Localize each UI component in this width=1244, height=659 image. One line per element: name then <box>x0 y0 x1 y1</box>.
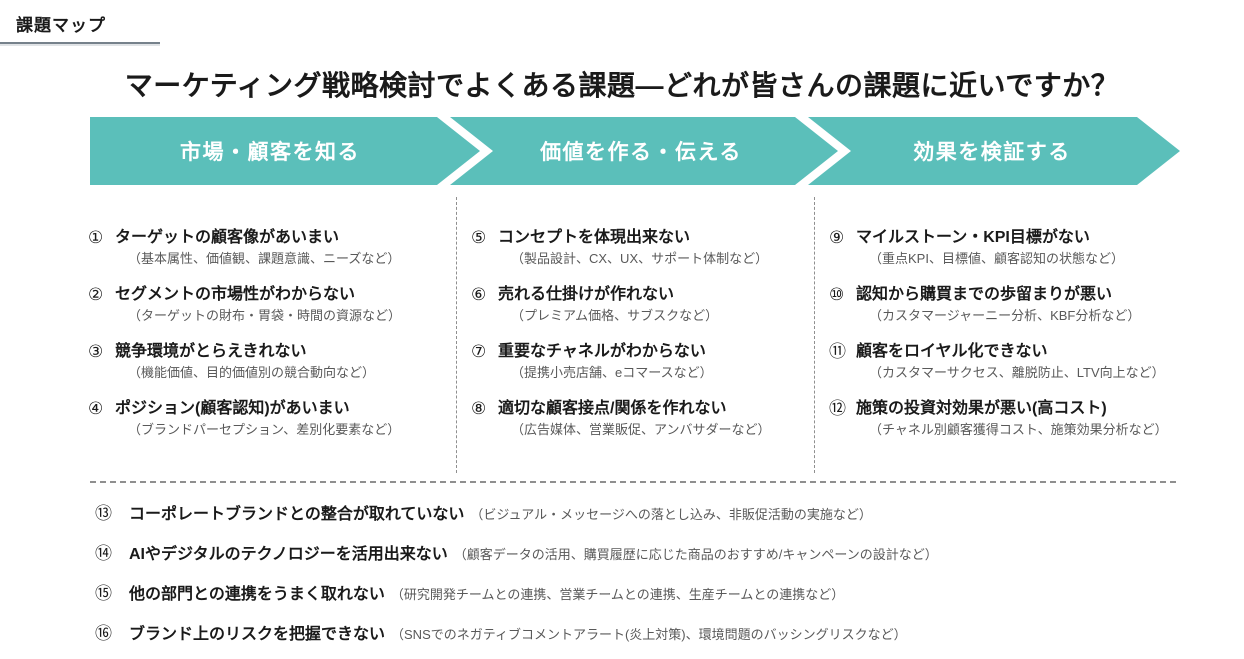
stage-label-create-value: 価値を作る・伝える <box>539 140 742 164</box>
issue-number: ④ <box>88 399 104 418</box>
issue-title: AIやデジタルのテクノロジーを活用出来ない <box>129 546 448 563</box>
issue-title: コーポレートブランドとの整合が取れていない <box>129 506 465 523</box>
issue-title: ターゲットの顧客像があいまい <box>115 229 340 246</box>
issue-title: セグメントの市場性がわからない <box>115 286 356 303</box>
issue-number: ⑦ <box>471 342 487 361</box>
issue-columns: ① ターゲットの顧客像があいまい （基本属性、価値観、課題意識、ニーズなど） ②… <box>0 197 1244 473</box>
issue-item-13: ⑬ コーポレートブランドとの整合が取れていない （ビジュアル・メッセージへの落と… <box>95 499 1224 524</box>
issue-number: ⑧ <box>471 399 487 418</box>
issue-detail: （チャネル別顧客獲得コスト、施策効果分析など） <box>869 422 1168 437</box>
issue-title: 顧客をロイヤル化できない <box>856 343 1048 360</box>
issue-number: ① <box>88 228 104 247</box>
issue-title: コンセプトを体現出来ない <box>498 229 691 246</box>
issue-title: ブランド上のリスクを把握できない <box>129 626 386 643</box>
issue-item-5: ⑤ コンセプトを体現出来ない （製品設計、CX、UX、サポート体制など） <box>471 227 814 267</box>
issue-title: 施策の投資対効果が悪い(高コスト) <box>856 400 1107 417</box>
issue-item-6: ⑥ 売れる仕掛けが作れない （プレミアム価格、サブスクなど） <box>471 284 814 324</box>
issue-number: ⑪ <box>829 342 846 361</box>
issue-detail: （製品設計、CX、UX、サポート体制など） <box>511 251 769 266</box>
issue-detail: （SNSでのネガティブコメントアラート(炎上対策)、環境問題のバッシングリスクな… <box>391 627 907 642</box>
issue-number: ⑫ <box>829 399 846 418</box>
issue-item-11: ⑪ 顧客をロイヤル化できない （カスタマーサクセス、離脱防止、LTV向上など） <box>829 341 1244 381</box>
header-tag-underline <box>0 42 160 46</box>
issue-item-3: ③ 競争環境がとらえきれない （機能価値、目的価値別の競合動向など） <box>88 341 456 381</box>
issue-column-create-value: ⑤ コンセプトを体現出来ない （製品設計、CX、UX、サポート体制など） ⑥ 売… <box>457 197 815 473</box>
issue-detail: （広告媒体、営業販促、アンバサダーなど） <box>511 422 771 437</box>
stage-arrow-shape-1 <box>90 117 480 185</box>
issue-number: ⑥ <box>471 285 487 304</box>
issue-detail: （プレミアム価格、サブスクなど） <box>511 308 719 323</box>
issue-detail: （カスタマージャーニー分析、KBF分析など） <box>869 308 1141 323</box>
horizontal-dashed-divider <box>90 481 1176 483</box>
issue-title: 売れる仕掛けが作れない <box>498 286 675 303</box>
issue-number: ② <box>88 285 104 304</box>
issue-title: 他の部門との連携をうまく取れない <box>129 586 385 603</box>
issue-number: ③ <box>88 342 104 361</box>
stage-label-know-market: 市場・顧客を知る <box>180 140 360 164</box>
issue-item-1: ① ターゲットの顧客像があいまい （基本属性、価値観、課題意識、ニーズなど） <box>88 227 456 267</box>
issue-detail: （研究開発チームとの連携、営業チームとの連携、生産チームとの連携など） <box>390 587 845 602</box>
issue-item-4: ④ ポジション(顧客認知)があいまい （ブランドパーセプション、差別化要素など） <box>88 398 456 438</box>
issue-detail: （顧客データの活用、購買履歴に応じた商品のおすすめ/キャンペーンの設計など） <box>453 547 938 562</box>
issue-number: ⑩ <box>829 285 845 304</box>
bottom-issues-section: ⑬ コーポレートブランドとの整合が取れていない （ビジュアル・メッセージへの落と… <box>95 499 1224 659</box>
issue-number: ⑭ <box>95 544 112 563</box>
issue-detail: （ビジュアル・メッセージへの落とし込み、非販促活動の実施など） <box>470 507 872 522</box>
issue-number: ⑨ <box>829 228 845 247</box>
issue-item-10: ⑩ 認知から購買までの歩留まりが悪い （カスタマージャーニー分析、KBF分析など… <box>829 284 1244 324</box>
stage-label-verify-effect: 効果を検証する <box>913 140 1071 164</box>
issue-title: 適切な顧客接点/関係を作れない <box>498 400 727 417</box>
issue-title: マイルストーン・KPI目標がない <box>856 229 1090 246</box>
issue-title: ポジション(顧客認知)があいまい <box>115 400 350 417</box>
issue-item-7: ⑦ 重要なチャネルがわからない （提携小売店舗、eコマースなど） <box>471 341 814 381</box>
issue-detail: （重点KPI、目標値、顧客認知の状態など） <box>869 251 1124 266</box>
issue-item-2: ② セグメントの市場性がわからない （ターゲットの財布・胃袋・時間の資源など） <box>88 284 456 324</box>
issue-detail: （機能価値、目的価値別の競合動向など） <box>128 365 376 380</box>
issue-detail: （ブランドパーセプション、差別化要素など） <box>128 422 401 437</box>
issue-detail: （基本属性、価値観、課題意識、ニーズなど） <box>128 251 401 266</box>
issue-item-16: ⑯ ブランド上のリスクを把握できない （SNSでのネガティブコメントアラート(炎… <box>95 619 1224 644</box>
issue-detail: （カスタマーサクセス、離脱防止、LTV向上など） <box>869 365 1165 380</box>
stage-arrow-shape-3 <box>808 117 1180 185</box>
issue-detail: （提携小売店舗、eコマースなど） <box>511 365 713 380</box>
page-title: マーケティング戦略検討でよくある課題―どれが皆さんの課題に近いですか？ <box>124 70 1120 101</box>
issue-item-15: ⑮ 他の部門との連携をうまく取れない （研究開発チームとの連携、営業チームとの連… <box>95 579 1224 604</box>
issue-number: ⑯ <box>95 624 112 643</box>
issue-detail: （ターゲットの財布・胃袋・時間の資源など） <box>128 308 402 323</box>
issue-item-12: ⑫ 施策の投資対効果が悪い(高コスト) （チャネル別顧客獲得コスト、施策効果分析… <box>829 398 1244 438</box>
issue-title: 重要なチャネルがわからない <box>498 343 706 360</box>
stage-arrow-shape-2 <box>450 117 838 185</box>
issue-item-14: ⑭ AIやデジタルのテクノロジーを活用出来ない （顧客データの活用、購買履歴に応… <box>95 539 1224 564</box>
issue-column-know-market: ① ターゲットの顧客像があいまい （基本属性、価値観、課題意識、ニーズなど） ②… <box>0 197 457 473</box>
issue-number: ⑬ <box>95 504 112 523</box>
issue-item-9: ⑨ マイルストーン・KPI目標がない （重点KPI、目標値、顧客認知の状態など） <box>829 227 1244 267</box>
process-banner: 市場・顧客を知る 価値を作る・伝える 効果を検証する <box>90 117 1180 185</box>
header-tag: 課題マップ <box>16 16 106 35</box>
issue-number: ⑮ <box>95 584 112 603</box>
issue-column-verify-effect: ⑨ マイルストーン・KPI目標がない （重点KPI、目標値、顧客認知の状態など）… <box>815 197 1244 473</box>
issue-number: ⑤ <box>471 228 487 247</box>
issue-title: 競争環境がとらえきれない <box>115 343 307 360</box>
issue-item-8: ⑧ 適切な顧客接点/関係を作れない （広告媒体、営業販促、アンバサダーなど） <box>471 398 814 438</box>
issue-title: 認知から購買までの歩留まりが悪い <box>856 286 1113 303</box>
